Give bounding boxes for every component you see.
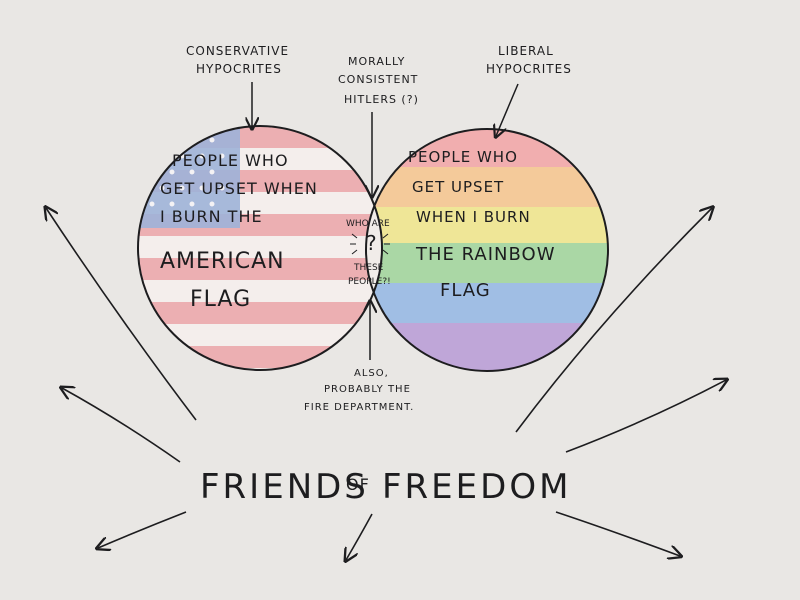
arrow-upper-right [515,208,712,433]
conservative-label: CONSERVATIVE HYPOCRITES [186,44,294,76]
intersection-bottom-text: THESE PEOPLE?! [348,263,391,287]
intersection-top-text: WHO ARE [346,219,390,229]
right-circle-outline [365,128,609,372]
arrow-upper-left [46,208,197,421]
right-circle-text: PEOPLE WHO GET UPSET WHEN I BURN [408,148,531,226]
question-mark: ? [366,231,377,255]
question-mark-burst [350,233,390,255]
friends-word: FRIENDS [200,467,369,507]
of-word: OF [346,475,370,494]
arrow-mid-right [565,380,726,453]
liberal-label: LIBERAL HYPOCRITES [486,44,572,76]
freedom-word: FREEDOM [382,467,571,507]
radiating-arrows [46,208,726,560]
liberal-arrow [496,83,519,136]
right-circle-big-text: THE RAINBOW FLAG [415,244,562,301]
left-circle-outline [137,125,383,371]
fire-department-label: ALSO, PROBABLY THE FIRE DEPARTMENT. [304,368,415,413]
left-circle-text: PEOPLE WHO GET UPSET WHEN I BURN THE [160,151,324,226]
arrow-lower-left [98,511,187,548]
arrow-lower-right [555,511,680,556]
arrow-mid-left [62,388,181,463]
left-circle-big-text: AMERICAN FLAG [160,249,293,312]
arrow-bottom [346,513,373,560]
morally-consistent-label: MORALLY CONSISTENT HITLERS (?) [338,55,423,106]
